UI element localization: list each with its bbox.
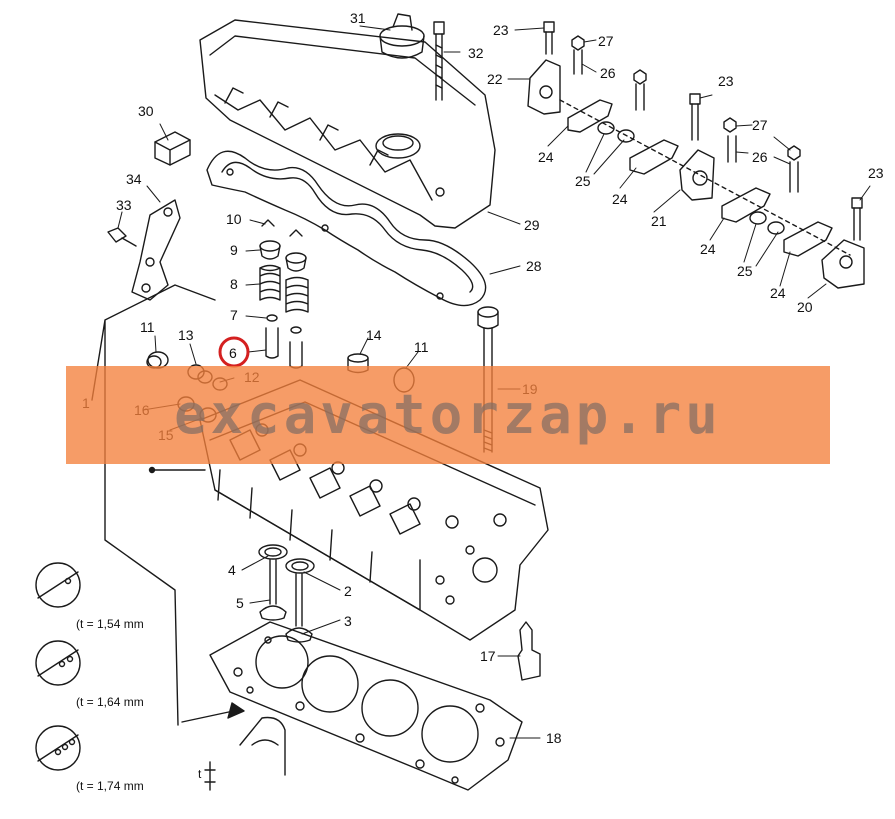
part-label-24a: 24 xyxy=(538,149,554,165)
part-label-8: 8 xyxy=(230,276,238,292)
gasket-variant-2 xyxy=(35,640,81,686)
gasket-note-3: (t = 1,74 mm xyxy=(76,779,144,793)
part-label-29: 29 xyxy=(524,217,540,233)
rocker-washers-25b xyxy=(749,211,785,235)
thickness-symbol: t xyxy=(198,767,202,781)
part-label-2: 2 xyxy=(344,583,352,599)
valve-guides xyxy=(265,327,303,369)
gasket-thickness-notes: (t = 1,54 mm (t = 1,64 mm (t = 1,74 mm t xyxy=(76,617,202,793)
reference-arrow xyxy=(227,702,245,719)
part-label-26a: 26 xyxy=(600,65,616,81)
valve-cover xyxy=(199,19,496,229)
part-label-24d: 24 xyxy=(770,285,786,301)
part-label-4: 4 xyxy=(228,562,236,578)
part-label-30: 30 xyxy=(138,103,154,119)
adjuster-screw-26b xyxy=(635,83,645,111)
part-label-11-left: 11 xyxy=(140,319,155,335)
watermark-text: excavatorzap.ru xyxy=(174,383,722,446)
watermark-band xyxy=(66,366,830,464)
part-label-3: 3 xyxy=(344,613,352,629)
part-label-14: 14 xyxy=(366,327,382,343)
part-label-11-right: 11 xyxy=(414,339,429,355)
part-label-23a: 23 xyxy=(493,22,509,38)
part-label-6: 6 xyxy=(229,345,237,361)
rocker-washers-25a xyxy=(597,121,635,143)
valve-insert-4 xyxy=(258,544,288,560)
adjuster-nut-27a xyxy=(571,35,585,51)
part-label-25b: 25 xyxy=(737,263,753,279)
lifting-bracket xyxy=(131,199,181,301)
part-label-21: 21 xyxy=(651,213,667,229)
gasket-variant-1 xyxy=(35,562,81,608)
plug xyxy=(154,131,191,166)
adjuster-nut-27b xyxy=(633,69,647,85)
valve-seals xyxy=(266,314,302,334)
cover-bolt xyxy=(433,21,445,101)
part-label-13: 13 xyxy=(178,327,194,343)
part-label-28: 28 xyxy=(526,258,542,274)
oil-filler-cap xyxy=(379,13,425,59)
adjuster-screw-26d xyxy=(789,161,799,193)
rocker-bolt-23a xyxy=(543,21,555,55)
part-label-24c: 24 xyxy=(700,241,716,257)
head-gasket xyxy=(209,621,523,791)
gasket-variant-3 xyxy=(35,725,81,771)
valve-insert-2 xyxy=(285,558,315,574)
part-label-5: 5 xyxy=(236,595,244,611)
exhaust-valve xyxy=(259,559,287,621)
rocker-arm-24d xyxy=(783,221,833,257)
part-label-10: 10 xyxy=(226,211,242,227)
part-label-34: 34 xyxy=(126,171,142,187)
reference-dot xyxy=(148,466,156,474)
part-label-25a: 25 xyxy=(575,173,591,189)
valve-springs xyxy=(259,264,309,313)
rocker-arm-24a xyxy=(567,99,613,133)
rocker-arm-24c xyxy=(721,187,771,223)
part-label-24b: 24 xyxy=(612,191,628,207)
spring-retainers xyxy=(259,240,307,272)
cover-gasket xyxy=(206,150,487,307)
rocker-support-20 xyxy=(821,239,865,289)
rocker-arm-24b xyxy=(629,139,679,175)
rocker-bolt-23c xyxy=(851,197,863,241)
part-label-7: 7 xyxy=(230,307,238,323)
rocker-bolt-23b xyxy=(689,93,701,141)
gasket-reference-line xyxy=(91,284,239,726)
bracket-bolt xyxy=(107,227,137,247)
rocker-support-21 xyxy=(679,149,715,201)
part-label-18: 18 xyxy=(546,730,562,746)
part-label-31: 31 xyxy=(350,10,366,26)
part-label-23c: 23 xyxy=(868,165,884,181)
part-label-27a: 27 xyxy=(598,33,614,49)
part-label-33: 33 xyxy=(116,197,132,213)
valve-keepers xyxy=(261,219,303,237)
part-label-22: 22 xyxy=(487,71,503,87)
part-label-27b: 27 xyxy=(752,117,768,133)
part-label-17: 17 xyxy=(480,648,496,664)
adjuster-nut-27c xyxy=(723,117,737,133)
rocker-support-22 xyxy=(527,59,561,115)
dowel-pin xyxy=(517,621,541,681)
part-label-9: 9 xyxy=(230,242,238,258)
adjuster-screw-26c xyxy=(727,135,737,163)
adjuster-nut-27d xyxy=(787,145,801,161)
intake-valve xyxy=(285,573,313,643)
gasket-edge-detail xyxy=(204,716,286,791)
part-label-32: 32 xyxy=(468,45,484,61)
gasket-note-2: (t = 1,64 mm xyxy=(76,695,144,709)
adjuster-screw-26a xyxy=(573,49,583,75)
part-label-26b: 26 xyxy=(752,149,768,165)
part-label-23b: 23 xyxy=(718,73,734,89)
gasket-note-1: (t = 1,54 mm xyxy=(76,617,144,631)
part-label-20: 20 xyxy=(797,299,813,315)
